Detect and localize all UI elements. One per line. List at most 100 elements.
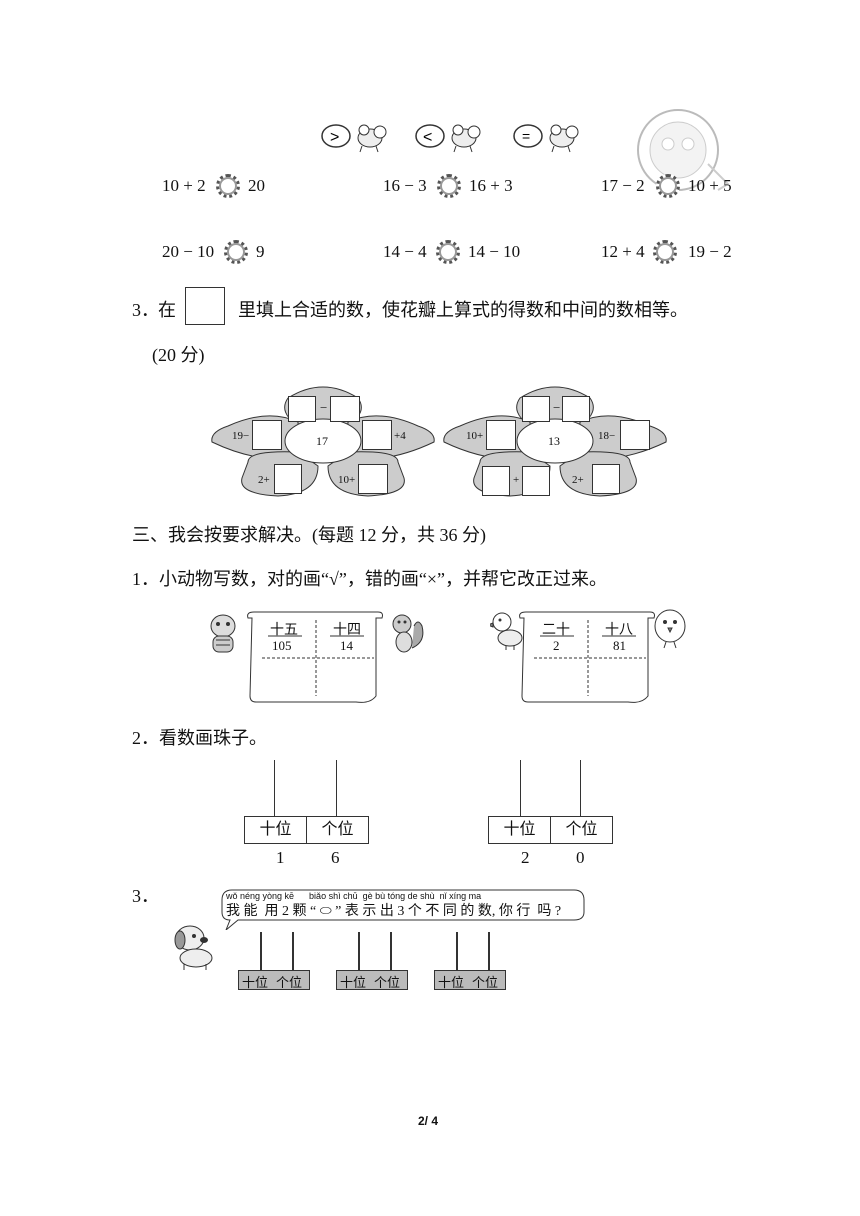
abacus-1: 十位 个位 1 6 (244, 760, 370, 870)
bee-lt-icon: < (415, 124, 481, 153)
scroll-2-num-2: 81 (613, 638, 626, 653)
flower-1-top-op: − (320, 400, 328, 415)
compare-r2-c3-circle[interactable] (653, 240, 677, 264)
flower-1: 17 − 19− +4 2+ 10+ (208, 378, 438, 500)
page-number: 2/ 4 (418, 1114, 439, 1128)
scroll-1-word-1: 十五 (270, 623, 298, 638)
mini-abacus-3-tens: 十位 (438, 975, 465, 990)
mini-abacus-3-base (434, 970, 506, 990)
abacus-1-label-tens: 十位 (244, 816, 307, 844)
compare-r1-c2-circle[interactable] (437, 174, 461, 198)
mini-abacus-1: 十位 个位 (238, 932, 312, 992)
compare-r1-c2-right: 16 + 3 (469, 176, 513, 195)
scroll-2: 二十 2 十八 81 (518, 606, 658, 706)
mini-abacus-2-rod-tens (358, 932, 360, 970)
abacus-2-digit-ones: 0 (576, 848, 585, 867)
flower-2-box-br[interactable] (592, 464, 620, 494)
chick-icon (652, 606, 692, 655)
abacus-1-label-ones: 个位 (306, 816, 369, 844)
compare-r2-c1-circle[interactable] (224, 240, 248, 264)
mini-abacus-2-tens: 十位 (340, 975, 367, 990)
legend-lt: < (414, 120, 484, 161)
compare-r2-c1-right: 9 (256, 242, 265, 261)
svg-text:>: > (330, 129, 339, 146)
scroll-2-word-2: 十八 (605, 623, 633, 638)
compare-r2-c3-left: 12 + 4 (601, 242, 645, 261)
q3-example-box (185, 287, 225, 325)
bubble-pinyin: wǒ néng yòng kē biǎo shì chū gè bù tóng … (226, 891, 482, 901)
tiger-icon (204, 612, 242, 661)
mini-abacus-3-rod-tens (456, 932, 458, 970)
squirrel-icon (390, 612, 426, 661)
compare-r1-c3-circle[interactable] (656, 174, 680, 198)
abacus-2-digit-tens: 2 (521, 848, 530, 867)
compare-r2-c2-circle[interactable] (436, 240, 460, 264)
flower-2-box-bl-a[interactable] (482, 466, 510, 496)
q3-text-after: 里填上合适的数，使花瓣上算式的得数和中间的数相等。 (238, 300, 688, 320)
flower-2-center: 13 (548, 434, 560, 448)
mini-abacus-2: 十位 个位 (336, 932, 410, 992)
flower-1-box-bl[interactable] (274, 464, 302, 494)
mini-abacus-2-base (336, 970, 408, 990)
flower-1-box-left[interactable] (252, 420, 282, 450)
flower-1-box-top-a[interactable] (288, 396, 316, 422)
flower-2-bl-op: + (513, 474, 520, 486)
abacus-1-digit-tens: 1 (276, 848, 285, 867)
abacus-2: 十位 个位 2 0 (488, 760, 614, 870)
scroll-2-num-1: 2 (553, 638, 560, 653)
bee-gt-icon: > (321, 124, 387, 153)
mini-abacus-1-base (238, 970, 310, 990)
mini-abacus-3-ones: 个位 (472, 975, 499, 990)
svg-text:=: = (522, 128, 530, 144)
flower-2-box-bl-b[interactable] (522, 466, 550, 496)
section-3-q3-number: 3． (132, 886, 159, 906)
scroll-2-word-1: 二十 (542, 623, 570, 638)
mini-abacus-2-rod-ones (390, 932, 392, 970)
flower-2-box-top-a[interactable] (522, 396, 550, 422)
abacus-1-rod-tens (274, 760, 275, 816)
bubble-text: 我 能 用 2 颗 “ ⬭ ” 表 示 出 3 个 不 同 的 数, 你 行 吗… (226, 904, 562, 919)
compare-r1-c3-right: 10 + 5 (688, 176, 732, 195)
flower-1-center: 17 (316, 434, 328, 448)
svg-text:<: < (423, 129, 432, 146)
flower-2-box-top-b[interactable] (562, 396, 590, 422)
flower-1-box-br[interactable] (358, 464, 388, 494)
flower-2-right-expr: 18− (598, 430, 616, 442)
scroll-1: 十五 105 十四 14 (246, 606, 386, 706)
mini-abacus-2-ones: 个位 (374, 975, 401, 990)
compare-r2-c2-right: 14 − 10 (468, 242, 521, 261)
speech-bubble: wǒ néng yòng kē biǎo shì chū gè bù tóng … (218, 886, 586, 930)
q3-text-before: 在 (158, 300, 176, 320)
flower-1-bl-expr: 2+ (258, 474, 270, 486)
flower-1-br-expr: 10+ (338, 474, 356, 486)
section-3-heading: 三、我会按要求解决。(每题 12 分，共 36 分) (132, 525, 486, 545)
abacus-1-digit-ones: 6 (331, 848, 340, 867)
compare-r1-c1-circle[interactable] (216, 174, 240, 198)
duck-icon (486, 610, 526, 655)
compare-r2-c3-right: 19 − 2 (688, 242, 732, 261)
abacus-2-rod-tens (520, 760, 521, 816)
flower-2-left-expr: 10+ (466, 430, 484, 442)
mini-abacus-1-ones: 个位 (276, 975, 303, 990)
flower-1-box-right[interactable] (362, 420, 392, 450)
flower-1-right-expr: +4 (394, 430, 406, 442)
abacus-2-label-ones: 个位 (550, 816, 613, 844)
section-3-q1: 1．小动物写数，对的画“√”，错的画“×”，并帮它改正过来。 (132, 569, 607, 589)
mini-abacus-1-rod-tens (260, 932, 262, 970)
q3-number: 3． (132, 300, 159, 320)
abacus-2-label-tens: 十位 (488, 816, 551, 844)
flower-2-box-left[interactable] (486, 420, 516, 450)
compare-r1-c1-left: 10 + 2 (162, 176, 206, 195)
flower-1-box-top-b[interactable] (330, 396, 360, 422)
dog-icon (168, 916, 222, 975)
bee-eq-icon: = (513, 124, 579, 153)
compare-r1-c2-left: 16 − 3 (383, 176, 427, 195)
flower-2-box-right[interactable] (620, 420, 650, 450)
compare-r1-c3-left: 17 − 2 (601, 176, 645, 195)
mini-abacus-3: 十位 个位 (434, 932, 508, 992)
abacus-1-rod-ones (336, 760, 337, 816)
abacus-2-rod-ones (580, 760, 581, 816)
section-3-q2: 2．看数画珠子。 (132, 728, 267, 748)
compare-r2-c1-left: 20 − 10 (162, 242, 215, 261)
q3-score: (20 分) (152, 345, 205, 365)
